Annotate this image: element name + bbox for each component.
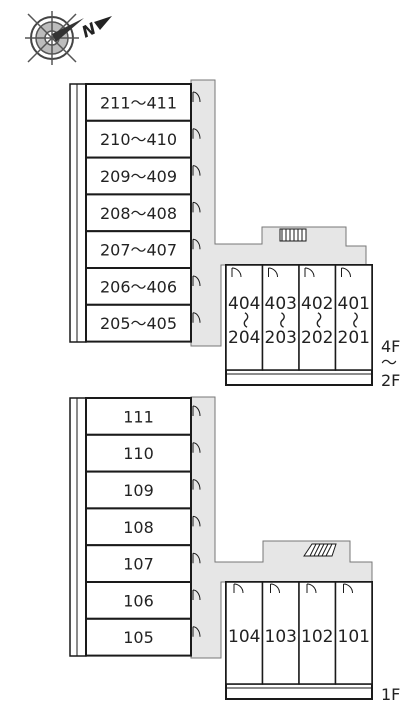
- door-icon: [192, 405, 201, 417]
- unit-room: 208〜408: [85, 193, 201, 233]
- unit-number: 211〜411: [100, 93, 177, 112]
- door-icon: [192, 238, 201, 250]
- unit-range-sep: 〜: [344, 312, 364, 329]
- unit-room: 107: [85, 544, 201, 584]
- unit-number-upper: 402: [301, 294, 333, 314]
- unit-room: 205〜405: [85, 303, 201, 343]
- unit-room: 105: [85, 617, 201, 657]
- door-icon: [231, 267, 242, 278]
- door-icon: [192, 165, 201, 176]
- door-icon: [192, 312, 201, 323]
- door-icon: [192, 201, 201, 213]
- unit-range-sep: 〜: [307, 312, 327, 329]
- upper-block: 211〜411 210〜410 209〜409 208〜408 207〜407 206〜4…: [69, 79, 400, 390]
- unit-range-sep: 〜: [271, 312, 291, 329]
- unit-number-lower: 203: [265, 328, 297, 348]
- door-icon: [268, 267, 278, 278]
- unit-number: 206〜406: [100, 277, 177, 296]
- lower-corridor: [190, 396, 373, 659]
- unit-number: 105: [123, 628, 154, 647]
- unit-number: 107: [123, 555, 154, 574]
- unit-number: 103: [265, 627, 297, 647]
- unit-room: 211〜411: [85, 83, 201, 122]
- door-icon: [192, 128, 201, 139]
- upper-stair-icon: [279, 228, 307, 242]
- unit-room: 101: [334, 581, 373, 685]
- door-icon: [192, 479, 201, 490]
- unit-number: 101: [338, 627, 370, 647]
- unit-room: 108: [85, 507, 201, 547]
- floor-label-2f: 2F: [381, 371, 400, 390]
- door-icon: [343, 583, 353, 594]
- lower-left-balcony-strip: [69, 397, 87, 657]
- unit-room: 206〜406: [85, 267, 201, 306]
- unit-number: 109: [123, 481, 154, 500]
- unit-room: 109: [85, 470, 201, 510]
- unit-number: 108: [123, 518, 154, 537]
- unit-number-lower: 202: [301, 328, 333, 348]
- unit-room: 102: [298, 581, 337, 685]
- unit-number: 208〜408: [100, 204, 177, 223]
- floor-label-sep: 〜: [381, 353, 397, 372]
- unit-number: 111: [123, 407, 154, 426]
- unit-number-upper: 403: [265, 294, 297, 314]
- unit-number-upper: 404: [228, 294, 260, 314]
- door-icon: [192, 91, 201, 103]
- door-icon: [192, 552, 201, 564]
- unit-room: 209〜409: [85, 156, 201, 196]
- unit-number-lower: 204: [228, 328, 260, 348]
- unit-room: 403〜203: [261, 264, 300, 371]
- door-icon: [304, 267, 315, 278]
- upper-left-balcony-strip: [69, 83, 87, 343]
- door-icon: [233, 583, 244, 594]
- compass-north-icon: [25, 11, 84, 65]
- door-icon: [341, 267, 351, 278]
- unit-number: 205〜405: [100, 314, 177, 333]
- unit-room: 210〜410: [85, 119, 201, 159]
- unit-number: 104: [228, 627, 260, 647]
- unit-room: 401〜201: [334, 264, 373, 371]
- floor-label-1f: 1F: [381, 685, 400, 704]
- unit-room: 404〜204: [225, 264, 264, 371]
- unit-room: 104: [225, 581, 264, 685]
- unit-number: 106: [123, 591, 154, 610]
- unit-number: 102: [301, 627, 333, 647]
- unit-number-upper: 401: [338, 294, 370, 314]
- unit-room: 106: [85, 581, 201, 620]
- lower-stair-icon: [303, 543, 337, 557]
- unit-room: 111: [85, 397, 201, 436]
- unit-room: 103: [261, 581, 300, 685]
- unit-room: 110: [85, 433, 201, 473]
- door-icon: [192, 515, 201, 527]
- unit-number: 210〜410: [100, 130, 177, 149]
- floor-label-4f: 4F: [381, 337, 400, 356]
- unit-number: 110: [123, 444, 154, 463]
- unit-range-sep: 〜: [234, 312, 254, 329]
- door-icon: [192, 275, 201, 287]
- unit-number-lower: 201: [338, 328, 370, 348]
- door-icon: [192, 626, 201, 637]
- door-icon: [306, 583, 317, 594]
- door-icon: [192, 589, 201, 601]
- upper-corridor: [190, 79, 367, 347]
- unit-room: 207〜407: [85, 230, 201, 269]
- door-icon: [192, 442, 201, 453]
- compass-arrow-icon: [94, 16, 112, 30]
- unit-number: 209〜409: [100, 167, 177, 186]
- unit-room: 402〜202: [298, 264, 337, 371]
- unit-number: 207〜407: [100, 241, 177, 260]
- door-icon: [270, 583, 280, 594]
